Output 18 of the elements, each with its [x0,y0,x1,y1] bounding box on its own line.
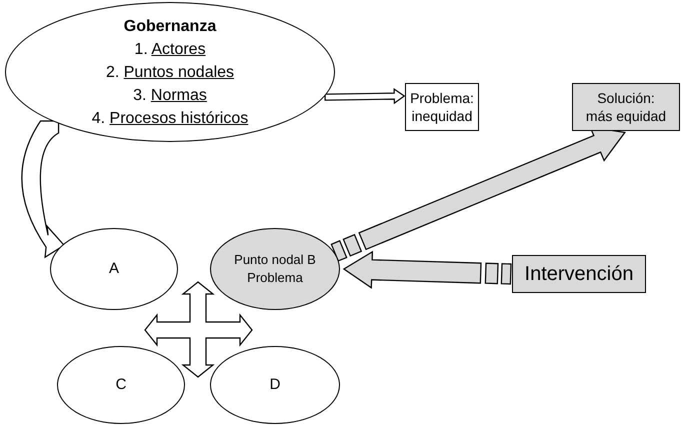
list-item: 4. Procesos históricos [92,108,248,128]
node-label: Intervención [524,262,634,287]
list-item: 1. Actores [134,40,206,60]
node-label: C [116,374,126,395]
curved-block-arrow [21,120,65,258]
text-box-node [572,83,680,131]
list-item: 3. Normas [133,86,207,106]
heading: Gobernanza [124,16,216,36]
node-label: Punto nodal B Problema [233,251,317,287]
text-box-node [405,83,479,131]
block-arrow [342,250,512,289]
node-label: A [108,258,119,279]
node-label: Solución: más equidad [585,89,667,125]
block-arrow [324,88,406,104]
node-label: Problema: inequidad [410,89,474,125]
node-label: D [270,374,280,395]
list-item: 2. Puntos nodales [106,62,234,82]
text-box-node [512,255,646,293]
